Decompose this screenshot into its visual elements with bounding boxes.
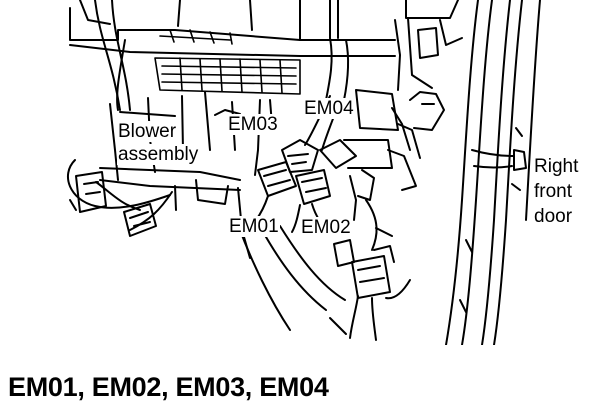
connector-lower — [333, 239, 395, 299]
center-harness — [325, 37, 445, 251]
figure-caption: EM01, EM02, EM03, EM04 — [8, 372, 329, 402]
connector-location-drawing — [66, 0, 541, 345]
dashboard-duct — [69, 0, 463, 91]
door-label-line3: door — [533, 206, 574, 227]
door-frame — [445, 0, 541, 345]
blower-label-line2: assembly — [117, 144, 200, 165]
wire-harness-lower — [239, 225, 411, 341]
em04-label: EM04 — [303, 98, 355, 119]
blower-label-line1: Blower — [117, 121, 178, 142]
door-label-line1: Right — [533, 156, 580, 177]
door-label-line2: front — [533, 181, 574, 202]
em03-label: EM03 — [227, 114, 279, 135]
connector-left-2 — [123, 203, 157, 237]
em01-label: EM01 — [228, 216, 280, 237]
blower-grille — [154, 29, 301, 95]
connector-left-1 — [69, 171, 107, 213]
em02-label: EM02 — [300, 217, 352, 238]
